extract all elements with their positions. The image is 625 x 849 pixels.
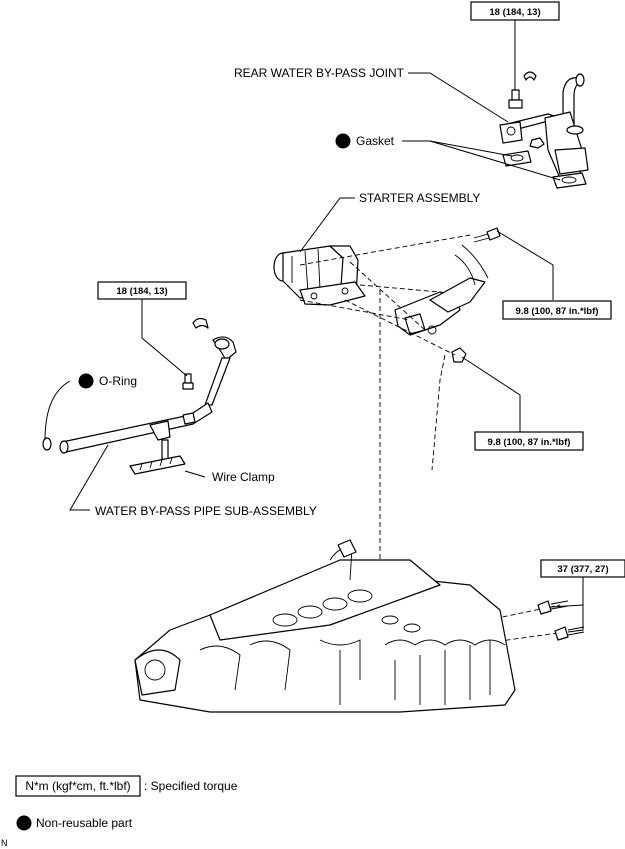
label-o-ring: O-Ring <box>99 374 137 388</box>
torque-engine: 37 (377, 27) <box>540 559 625 578</box>
legend-nonreusable: Non-reusable part <box>36 816 133 830</box>
torque-starter-upper-value: 9.8 (100, 87 in.*lbf) <box>516 306 599 317</box>
non-reusable-icon <box>16 815 32 831</box>
non-reusable-icon <box>335 133 351 149</box>
legend-torque-desc: : Specified torque <box>144 779 238 793</box>
label-starter: STARTER ASSEMBLY <box>359 191 480 205</box>
label-pipe: WATER BY-PASS PIPE SUB-ASSEMBLY <box>95 504 317 518</box>
label-wire-clamp: Wire Clamp <box>212 470 275 484</box>
torque-starter-lower-value: 9.8 (100, 87 in.*lbf) <box>488 437 571 448</box>
legend-torque-unit: N*m (kgf*cm, ft.*lbf) <box>25 779 130 793</box>
starter-assembly-drawing <box>273 227 554 432</box>
alignment-lines <box>299 234 566 700</box>
torque-joint: 18 (184, 13) <box>470 1 560 21</box>
label-leaders <box>299 72 561 253</box>
torque-engine-value: 37 (377, 27) <box>557 564 608 575</box>
label-gasket: Gasket <box>356 134 395 148</box>
legend: N*m (kgf*cm, ft.*lbf) : Specified torque… <box>15 775 238 831</box>
torque-starter-upper: 9.8 (100, 87 in.*lbf) <box>502 300 612 320</box>
non-reusable-icon <box>78 373 94 389</box>
torque-joint-value: 18 (184, 13) <box>489 7 540 18</box>
label-rear-joint: REAR WATER BY-PASS JOINT <box>234 66 405 80</box>
torque-starter-lower: 9.8 (100, 87 in.*lbf) <box>474 431 584 451</box>
engine-block-drawing <box>134 539 585 713</box>
corner-mark: N <box>1 838 8 848</box>
torque-pipe: 18 (184, 13) <box>97 281 187 300</box>
rear-water-bypass-joint-drawing <box>499 20 589 189</box>
torque-pipe-value: 18 (184, 13) <box>116 286 167 297</box>
water-bypass-pipe-drawing <box>42 294 237 511</box>
